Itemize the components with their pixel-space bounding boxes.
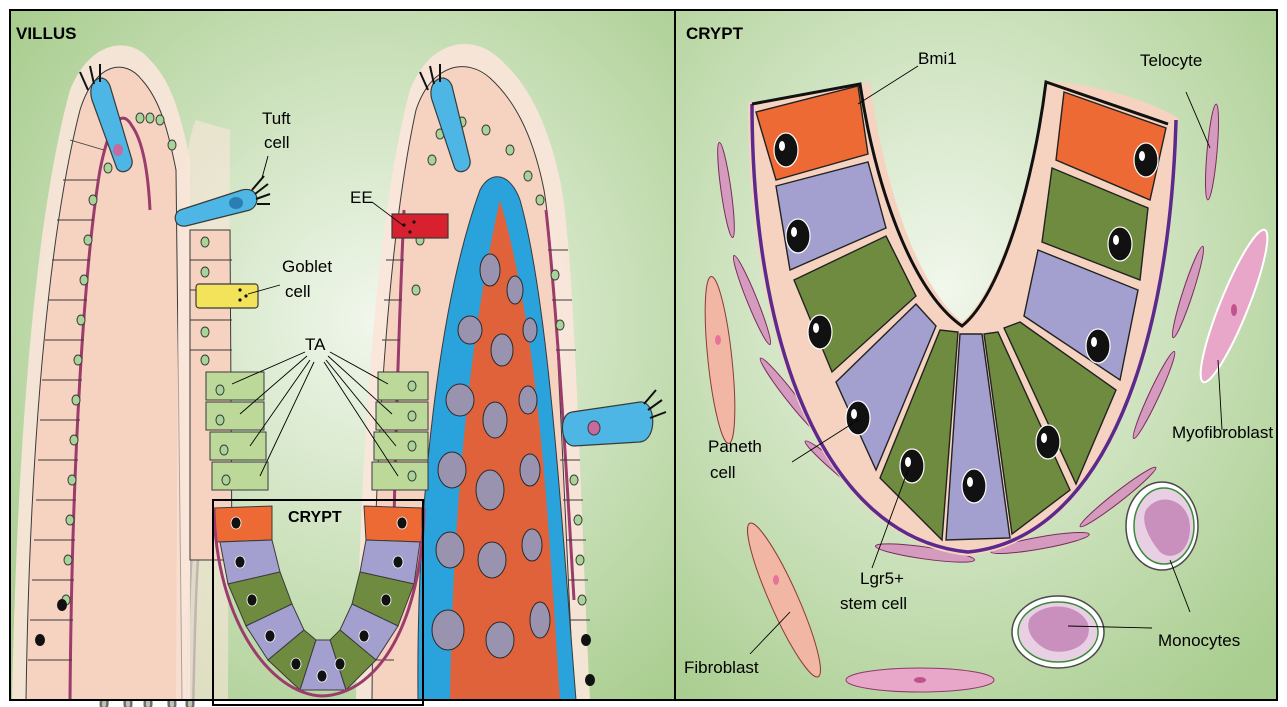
tuft-label-line2: cell <box>264 133 290 152</box>
monocyte-2 <box>1012 596 1104 668</box>
paneth-label-line2: cell <box>710 463 736 482</box>
ta-label: TA <box>305 335 326 354</box>
monocyte-1 <box>1126 482 1198 570</box>
lgr5-label-line2: stem cell <box>840 594 907 613</box>
crypt-panel-title: CRYPT <box>686 24 744 43</box>
lgr5-label-line1: Lgr5+ <box>860 569 904 588</box>
paneth-label-line1: Paneth <box>708 437 762 456</box>
goblet-label-line2: cell <box>285 282 311 301</box>
crypt-panel: CRYPT Bmi1 Telocyte Myofibroblast Paneth… <box>676 10 1278 700</box>
villus-panel: VILLUS Tuft cell EE Goblet cell TA CRYPT <box>10 10 674 705</box>
goblet-cell <box>196 284 258 308</box>
enteroendocrine-cell <box>392 214 448 238</box>
ee-label: EE <box>350 188 373 207</box>
telocyte-label: Telocyte <box>1140 51 1202 70</box>
villus-panel-title: VILLUS <box>16 24 76 43</box>
myofibroblast-label: Myofibroblast <box>1172 423 1273 442</box>
fibroblast-label: Fibroblast <box>684 658 759 677</box>
monocytes-label: Monocytes <box>1158 631 1240 650</box>
crypt-box-label: CRYPT <box>288 509 342 526</box>
tuft-label-line1: Tuft <box>262 109 291 128</box>
goblet-label-line1: Goblet <box>282 257 332 276</box>
bmi1-label: Bmi1 <box>918 49 957 68</box>
